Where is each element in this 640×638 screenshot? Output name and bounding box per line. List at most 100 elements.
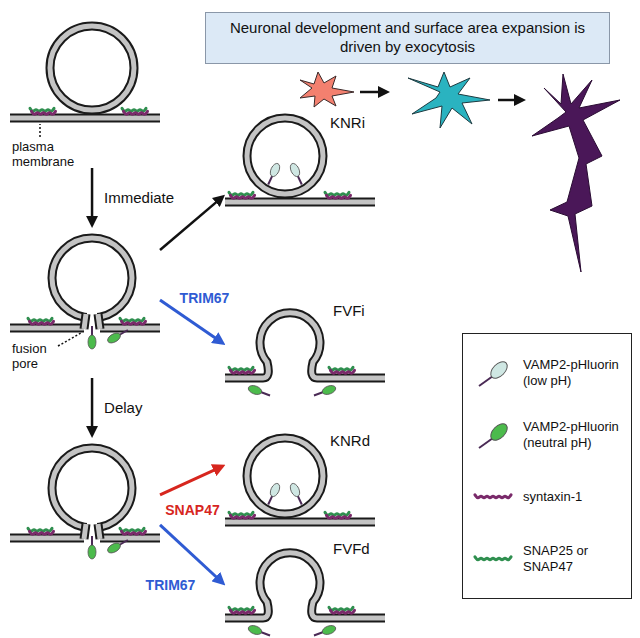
membrane-core — [225, 313, 385, 378]
syntaxin-coil — [30, 531, 54, 534]
syntaxin-coil — [231, 370, 255, 373]
title-text: Neuronal development and surface area ex… — [216, 19, 599, 57]
snap25-coil — [120, 528, 144, 531]
syntaxin-coil — [231, 515, 255, 518]
snap25-coil — [329, 367, 353, 370]
vamp2-tail — [314, 392, 323, 395]
state-label: KNRi — [330, 114, 365, 131]
phluorin-tag — [247, 624, 263, 636]
vamp2-phluorin — [247, 624, 271, 638]
syntaxin-coil — [327, 515, 351, 518]
syntaxin-coil — [331, 610, 355, 613]
vesicle-state: FVFd — [225, 540, 385, 632]
legend-text: SNAP25 or SNAP47 — [523, 543, 623, 574]
vesicle-core — [52, 238, 132, 318]
vesicle-core — [52, 448, 132, 528]
vesicle-illustration — [225, 313, 385, 399]
snap25-coil — [28, 318, 52, 321]
neuron-early — [300, 72, 354, 107]
syntaxin-coil — [327, 195, 351, 198]
vesicle-illustration — [225, 438, 375, 522]
vesicle-outline — [52, 448, 132, 528]
membrane-outline — [98, 524, 100, 539]
membrane-core — [84, 524, 86, 539]
snap25-coil — [229, 192, 253, 195]
vamp2-tail — [268, 175, 272, 184]
membrane-outline — [225, 553, 385, 618]
vamp2-phluorin — [288, 162, 305, 186]
transition-arrow — [160, 468, 220, 495]
phluorin-tag — [321, 624, 337, 636]
snap25-coil — [325, 192, 349, 195]
edge-label: Immediate — [102, 189, 176, 207]
legend-item: VAMP2-pHluorin (neutral pH) — [471, 404, 623, 466]
vesicle-lumen — [252, 123, 318, 189]
legend-item: SNAP25 or SNAP47 — [471, 528, 623, 590]
vesicle-state: KNRd — [225, 430, 375, 530]
membrane-core — [225, 200, 375, 205]
snap25-coil — [229, 367, 253, 370]
state-label: plasma membrane — [12, 140, 88, 170]
vamp2-tail — [479, 438, 493, 448]
vesicle-core — [247, 118, 323, 194]
neuron-middle — [408, 72, 490, 128]
legend-coil — [475, 495, 511, 498]
legend-text: syntaxin-1 — [523, 489, 582, 505]
transition-arrow — [160, 525, 221, 581]
snap25-coil — [229, 512, 253, 515]
phluorin-tag — [268, 482, 281, 498]
snap25-coil — [325, 512, 349, 515]
vesicle-illustration — [10, 238, 160, 349]
edge-label: TRIM67 — [144, 577, 198, 594]
edge-label: SNAP47 — [163, 502, 221, 519]
legend-text: VAMP2-pHluorin (neutral pH) — [523, 419, 623, 450]
vamp2-tail — [479, 376, 493, 386]
development-arrow — [498, 99, 520, 102]
membrane-core — [10, 536, 84, 541]
membrane-core — [10, 116, 160, 121]
membrane-outline — [98, 314, 100, 329]
vesicle-state: KNRi — [225, 110, 375, 220]
vesicle-state: FVFi — [225, 300, 385, 395]
phluorin-tag — [321, 384, 337, 396]
syntaxin-coil — [30, 321, 54, 324]
vamp2-phluorin — [88, 326, 96, 349]
vesicle-state: fusion pore — [10, 228, 160, 378]
membrane-core — [100, 326, 160, 331]
edge-label: Delay — [102, 399, 144, 417]
membrane-core — [100, 536, 160, 541]
transition-arrow — [91, 168, 94, 222]
snap25-coil — [30, 108, 54, 111]
vamp2-tail — [91, 326, 93, 336]
membrane-outline — [84, 524, 86, 539]
vamp2-phluorin — [313, 384, 337, 399]
phluorin-tag — [88, 545, 96, 559]
vesicle-core — [247, 438, 323, 514]
legend-swatch — [471, 478, 517, 516]
syntaxin-coil — [124, 111, 148, 114]
phluorin-tag — [288, 162, 301, 178]
vamp2-tail — [261, 632, 270, 635]
vamp2-tail — [261, 392, 270, 395]
syntaxin-coil — [231, 610, 255, 613]
membrane-core — [98, 314, 100, 329]
syntaxin-coil — [122, 321, 146, 324]
vesicle-illustration — [10, 448, 160, 559]
legend-coil — [475, 557, 511, 560]
edge-label: TRIM67 — [178, 290, 232, 307]
vesicle-illustration — [225, 553, 385, 638]
legend-box: VAMP2-pHluorin (low pH)VAMP2-pHluorin (n… — [462, 333, 632, 599]
neuron-mature — [532, 74, 620, 272]
membrane-core — [84, 314, 86, 329]
snap25-coil — [120, 318, 144, 321]
vamp2-phluorin — [106, 537, 130, 555]
vamp2-tail — [314, 632, 323, 635]
membrane-core — [225, 553, 385, 618]
vamp2-tail — [298, 175, 302, 184]
vamp2-phluorin — [288, 482, 305, 506]
leader-line — [39, 124, 41, 137]
legend-swatch — [471, 540, 517, 578]
vesicle-outline — [247, 438, 323, 514]
vesicle-outline — [247, 118, 323, 194]
